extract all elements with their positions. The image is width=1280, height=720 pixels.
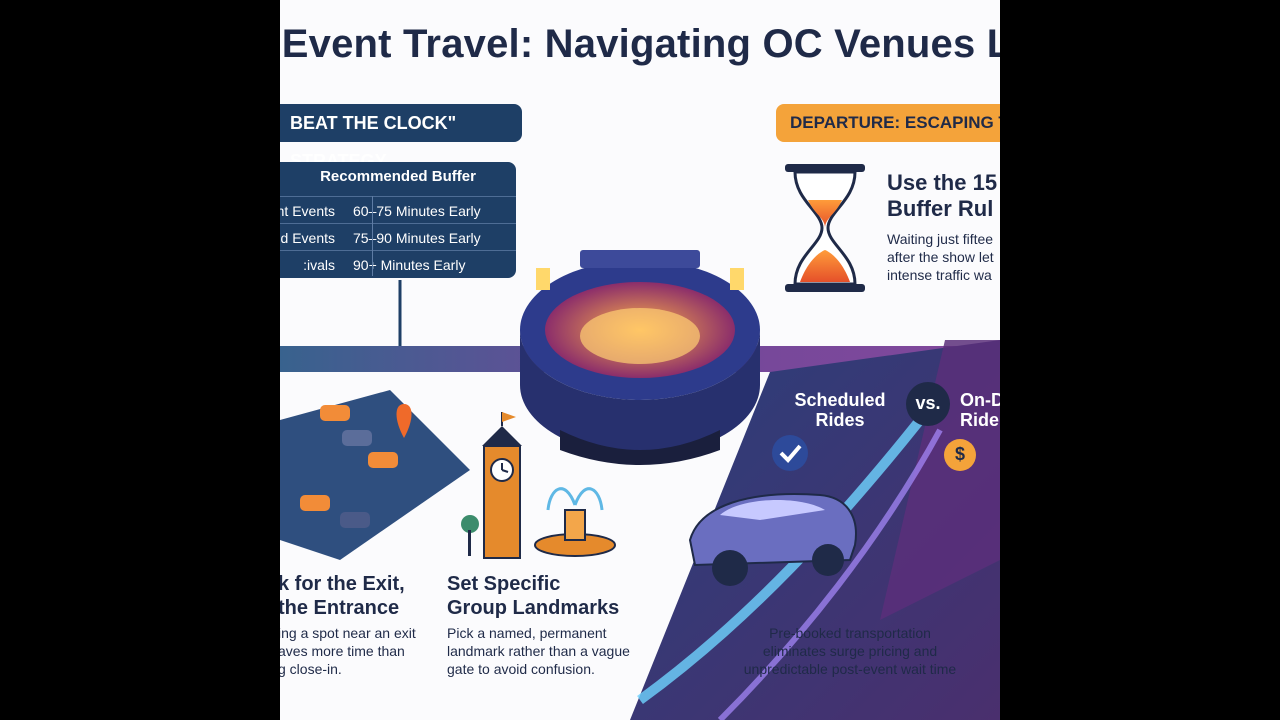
- rides-caption-line: unpredictable post-event wait time: [743, 661, 957, 677]
- left-letterbox: [0, 0, 280, 720]
- buffer-row-label: ivals:: [303, 257, 335, 273]
- buffer-table-header: Recommended Buffer: [320, 168, 476, 185]
- landmarks-text-line: landmark rather than a vague: [447, 643, 630, 659]
- parking-title: k for the Exit, the Entrance: [280, 572, 405, 620]
- on-demand-rides-label: On-D Ride: [960, 390, 1000, 430]
- buffer-rule-title-line: Use the 15: [887, 170, 998, 195]
- landmarks-text-line: Pick a named, permanent: [447, 625, 607, 641]
- parking-text-line: g close-in.: [280, 661, 342, 677]
- landmarks-text: Pick a named, permanent landmark rather …: [447, 624, 630, 678]
- strategy-pill: BEAT THE CLOCK" STRATEGY: [280, 104, 522, 171]
- background-graphics: [280, 164, 1000, 720]
- scheduled-rides-line: Scheduled: [794, 390, 886, 410]
- buffer-row: eknight Events: 60–75 Minutes Early: [280, 196, 516, 223]
- parking-text-line: ing a spot near an exit: [280, 625, 416, 641]
- scheduled-rides-line: Rides: [815, 410, 865, 430]
- buffer-row-value: 90+ Minutes Early: [353, 257, 466, 273]
- buffer-row: ekend Events: 75–90 Minutes Early: [280, 223, 516, 250]
- parking-text: ing a spot near an exit aves more time t…: [280, 624, 416, 678]
- rides-caption: Pre-booked transportation eliminates sur…: [700, 624, 1000, 678]
- parking-text-line: aves more time than: [280, 643, 405, 659]
- buffer-row-label: eknight Events:: [280, 203, 335, 219]
- buffer-row-value: 60–75 Minutes Early: [353, 203, 481, 219]
- table-divider: [372, 196, 373, 276]
- parking-title-line: k for the Exit,: [280, 573, 405, 595]
- landmarks-title-line: Set Specific: [447, 573, 561, 595]
- vs-label: vs.: [915, 393, 941, 413]
- rides-caption-line: eliminates surge pricing and: [762, 643, 938, 659]
- buffer-row: ivals: 90+ Minutes Early: [280, 250, 516, 277]
- rides-caption-line: Pre-booked transportation: [769, 625, 931, 641]
- on-demand-rides-line: Ride: [960, 410, 1000, 430]
- buffer-row-value: 75–90 Minutes Early: [353, 230, 481, 246]
- scheduled-rides-label: Scheduled Rides: [780, 390, 900, 430]
- buffer-rule-title-line: Buffer Rul: [887, 196, 994, 221]
- buffer-rule-text: Waiting just fiftee after the show let i…: [887, 230, 994, 284]
- buffer-rule-text-line: intense traffic wa: [887, 267, 992, 283]
- buffer-row-label: ekend Events:: [280, 230, 335, 246]
- buffer-table: Recommended Buffer eknight Events: 60–75…: [280, 162, 516, 278]
- departure-pill: DEPARTURE: ESCAPING T: [776, 104, 1000, 142]
- landmarks-title-line: Group Landmarks: [447, 597, 620, 619]
- buffer-rule-text-line: Waiting just fiftee: [887, 231, 994, 247]
- infographic: e Event Travel: Navigating OC Venues L B…: [280, 0, 1000, 720]
- buffer-rule-text-line: after the show let: [887, 249, 994, 265]
- buffer-rule-title: Use the 15 Buffer Rul: [887, 170, 997, 222]
- page-title: e Event Travel: Navigating OC Venues L: [280, 22, 1000, 66]
- landmarks-title: Set Specific Group Landmarks: [447, 572, 619, 620]
- parking-title-line: the Entrance: [280, 597, 400, 619]
- dollar-icon: $: [954, 444, 965, 464]
- right-letterbox: [1000, 0, 1280, 720]
- landmarks-text-line: gate to avoid confusion.: [447, 661, 595, 677]
- on-demand-rides-line: On-D: [960, 390, 1000, 410]
